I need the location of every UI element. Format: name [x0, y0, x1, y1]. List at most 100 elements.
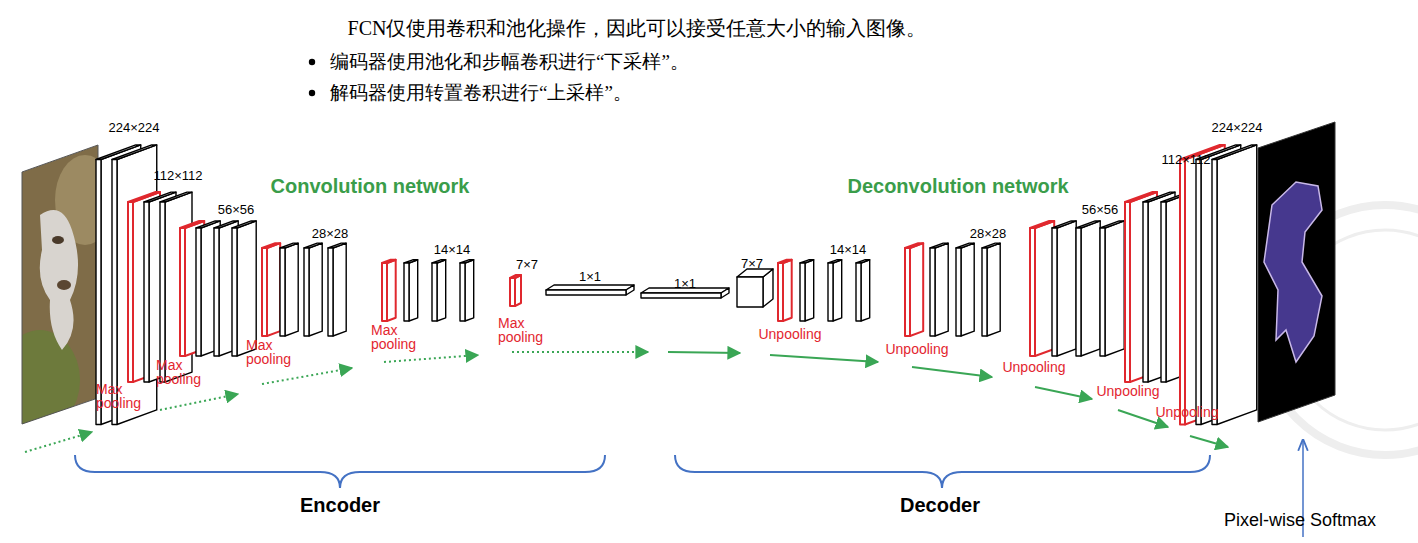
layer-face: [409, 260, 418, 321]
layer-face: [201, 221, 220, 356]
decoder-brace: [675, 455, 1210, 488]
conv-layer: [328, 243, 346, 336]
layer-face: [805, 260, 814, 321]
layer-face: [214, 228, 219, 356]
conv-layer: [304, 243, 322, 336]
layer-face: [930, 248, 935, 336]
output-segmentation-mask: [1264, 182, 1322, 362]
layer-face: [1180, 160, 1185, 425]
layer-face: [510, 278, 515, 306]
layer-face: [112, 145, 157, 160]
layer-face: [232, 221, 256, 228]
layer-face: [144, 202, 149, 382]
layer-face: [721, 288, 729, 298]
layer-face: [1196, 160, 1201, 425]
dimension-label: 224×224: [1212, 121, 1263, 135]
dimension-label: 7×7: [516, 258, 538, 272]
conv-layer: [460, 260, 474, 321]
layer-face: [1030, 228, 1035, 356]
output-background: [1258, 122, 1335, 422]
layer-face: [304, 243, 322, 248]
bullet-text: 解码器使用转置卷积进行“上采样”。: [330, 83, 632, 104]
layer-face: [328, 243, 346, 248]
layer-face: [1105, 221, 1124, 356]
dimension-label: 28×28: [312, 227, 349, 241]
pooling-label: Max pooling: [156, 358, 214, 386]
layer-face: [185, 221, 204, 356]
layer-face: [304, 248, 309, 336]
output-image: [1258, 122, 1335, 422]
layer-face: [961, 243, 974, 336]
dimension-label: 14×14: [830, 243, 867, 257]
layer-face: [1076, 228, 1081, 356]
conv-layer: [214, 221, 238, 356]
pooling-layer: [778, 260, 792, 321]
conv-layer: [1076, 221, 1100, 356]
layer-face: [1161, 202, 1166, 382]
unpooling-label: Unpooling: [885, 342, 948, 357]
bullet-text: 编码器使用池化和步幅卷积进行“下采样”。: [330, 52, 689, 73]
layer-face: [309, 243, 322, 336]
layer-face: [833, 260, 842, 321]
unpooling-label: Unpooling: [1002, 360, 1065, 375]
layer-face: [1057, 221, 1076, 356]
conv-layer: [930, 243, 948, 336]
layer-face: [465, 260, 474, 321]
layer-face: [626, 285, 634, 295]
layer-face: [1212, 145, 1257, 160]
layer-face: [382, 263, 387, 321]
layer-face: [1030, 221, 1054, 228]
layer-face: [432, 263, 437, 321]
layer-face: [1076, 221, 1100, 228]
layer-face: [546, 290, 626, 295]
dimension-label: 7×7: [741, 257, 763, 271]
dimension-label: 112×112: [153, 169, 202, 183]
unpooling-label: Unpooling: [1096, 384, 1159, 399]
pooling-label: Max pooling: [498, 316, 556, 344]
photo-dog-spot: [52, 236, 64, 244]
layer-face: [861, 260, 870, 321]
conv-layer: [1052, 221, 1076, 356]
title-text: FCN仅使用卷积和池化操作，因此可以接受任意大小的输入图像。: [348, 17, 927, 39]
dotted-arrow: [384, 355, 478, 362]
conv-layer: [1100, 221, 1124, 356]
layer-face: [856, 263, 861, 321]
layer-face: [1100, 228, 1105, 356]
layer-face: [404, 263, 409, 321]
layer-face: [333, 243, 346, 336]
layer-face: [328, 248, 333, 336]
layer-stack: [96, 145, 1257, 425]
layer-face: [267, 243, 280, 336]
brace-label: Decoder: [900, 494, 980, 516]
layer-face: [219, 221, 238, 356]
layer-face: [160, 202, 165, 382]
conv-layer: [232, 221, 256, 356]
pooling-layer: [262, 243, 280, 336]
pooling-label: Max pooling: [371, 323, 429, 351]
pooling-label: Max pooling: [246, 338, 304, 366]
conv-layer: [982, 243, 1000, 336]
dotted-arrow: [160, 394, 238, 410]
output-label: Pixel-wise Softmax: [1224, 511, 1376, 531]
layer-face: [280, 248, 285, 336]
layer-face: [905, 248, 910, 336]
dotted-arrow: [25, 432, 92, 452]
fc-layer: [546, 285, 634, 295]
pooling-layer: [510, 275, 521, 306]
layer-face: [160, 192, 192, 202]
layer-face: [387, 260, 396, 321]
layer-face: [262, 248, 267, 336]
layer-face: [910, 243, 923, 336]
pooling-layer: [180, 221, 204, 356]
dimension-label: 14×14: [434, 243, 471, 257]
layer-face: [987, 243, 1000, 336]
layer-face: [237, 221, 256, 356]
conv-layer: [800, 260, 814, 321]
brace-label: Encoder: [300, 494, 380, 516]
solid-arrow: [668, 352, 740, 353]
dimension-label: 56×56: [1082, 203, 1119, 217]
section-heading: Deconvolution network: [847, 175, 1068, 197]
layer-face: [437, 260, 446, 321]
solid-arrow: [1190, 436, 1228, 447]
